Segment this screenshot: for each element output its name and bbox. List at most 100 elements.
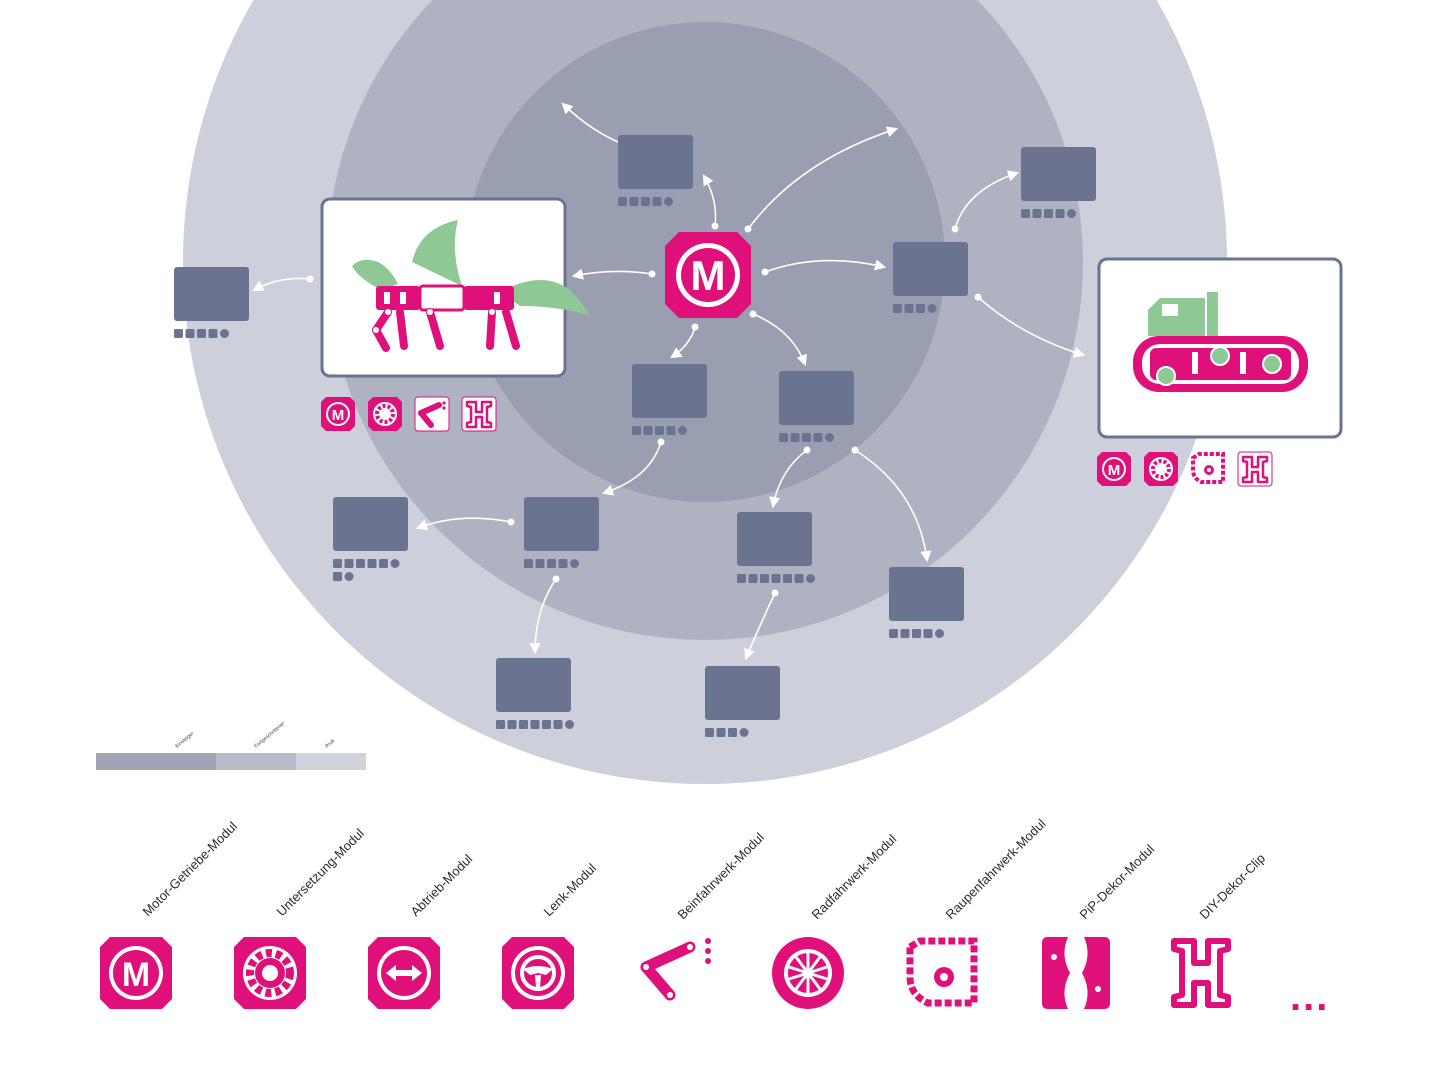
module-icons: M [100,937,1327,1019]
module-slot [1032,209,1042,218]
module-slot [927,304,937,313]
module-slot [739,728,749,737]
legend-segment-pro [296,753,366,770]
module-slot [344,572,354,581]
module-slot [632,426,641,435]
module-slot [496,720,505,729]
arrow [769,449,808,509]
example-badges: MM [321,396,1273,487]
crawler-illustration [1133,292,1308,392]
module-slot [802,433,811,442]
module-slot [904,304,914,313]
module-slot [923,629,933,638]
module-slot [916,304,925,313]
module-slot [553,720,563,729]
legend-segment-beginner [96,753,216,770]
robot-node-box [737,512,812,566]
module-slot [1067,209,1076,218]
example-dragon[interactable] [320,197,590,378]
legend-segment-advanced [216,753,296,770]
module-slot [519,720,528,729]
robot-node[interactable] [496,658,574,729]
module-slot [185,329,195,338]
module-slot [208,329,218,338]
legend-label-pro: Profi [324,738,336,749]
robot-node-box [893,242,968,296]
module-slot [889,629,898,638]
module-slot [535,559,545,568]
gear-icon [234,937,306,1009]
arrow [752,313,808,367]
arrow [764,259,887,273]
arrow [415,517,512,531]
module-slot [507,720,517,729]
robot-node[interactable] [705,666,780,737]
robot-node[interactable] [632,364,707,435]
robot-node-box [333,497,408,551]
gear-badge-icon [368,397,402,431]
module-slot [737,574,746,583]
robot-node-box [496,658,571,712]
module-label-gear: Untersetzung-Modul [274,826,367,919]
svg-text:M: M [1108,462,1121,479]
arrow [529,578,557,655]
motor-icon-letter: M [122,956,150,994]
wheel-icon [772,937,844,1009]
module-slot [220,329,229,338]
arrow [747,126,899,230]
module-label-output: Abtrieb-Modul [408,851,476,919]
robot-node-box [632,364,707,418]
module-slot [664,197,673,206]
module-slot [570,559,579,568]
motor-badge-icon: M [321,397,355,431]
robot-node[interactable] [618,135,693,206]
robot-node-box [1021,147,1096,201]
center-motor-badge[interactable]: M [665,232,751,318]
module-slot [716,728,726,737]
robot-node[interactable] [889,567,964,638]
robot-node[interactable] [333,497,408,581]
robot-node[interactable] [174,267,249,338]
arrow [854,449,932,563]
robot-node[interactable] [1021,147,1096,218]
dragon-illustration [352,220,590,352]
steering-wheel-icon [502,937,574,1009]
module-slot [666,426,676,435]
module-slot [643,426,653,435]
example-crawler[interactable] [1097,257,1343,439]
track-badge-icon [1191,452,1225,484]
arrow [571,268,653,280]
module-slot [542,720,551,729]
module-label-diy: DIY-Dekor-Clip [1197,851,1269,923]
robot-node[interactable] [893,242,968,313]
module-slot [333,559,342,568]
diy-badge-icon [461,396,497,432]
pip-icon [1042,937,1110,1009]
arrow [601,441,662,496]
module-slot [1021,209,1030,218]
legend-label-beginner: Einsteiger [174,730,195,749]
module-label-track: Raupenfahrwerk-Modul [943,816,1049,922]
module-slot [524,559,533,568]
robot-node[interactable] [737,512,815,583]
robot-node[interactable] [779,371,854,442]
robot-node[interactable] [524,497,599,568]
module-slot [912,629,921,638]
module-slot [893,304,902,313]
robot-node-box [524,497,599,551]
module-slot [530,720,540,729]
arrow [977,296,1086,358]
module-slot [379,559,388,568]
module-label-leg: Beinfahrwerk-Modul [675,830,767,922]
module-label-steering: Lenk-Modul [541,860,600,919]
module-slot [344,559,354,568]
module-slot [618,197,627,206]
legend-label-advanced: Fortgeschrittener [253,720,286,749]
module-slot [629,197,639,206]
module-slot [779,433,788,442]
arrow [744,592,776,661]
module-slot [783,574,792,583]
center-badge-letter: M [691,252,726,299]
module-slot [356,559,365,568]
